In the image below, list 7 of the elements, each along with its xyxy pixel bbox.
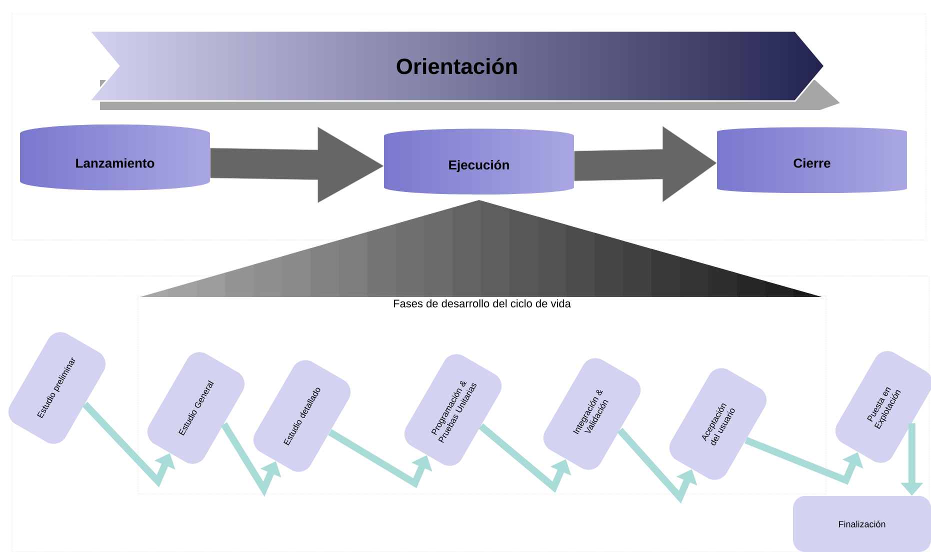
- phase-cylinder: Cierre: [794, 158, 830, 168]
- phase-cylinder: Lanzamiento: [76, 158, 154, 168]
- chevron-banner: Orientación: [88, 30, 826, 102]
- block-arrow: [210, 126, 384, 204]
- phase-cylinder: Ejecución: [449, 160, 509, 172]
- block-arrow: [574, 126, 717, 202]
- phase-box: Finalización: [793, 496, 931, 552]
